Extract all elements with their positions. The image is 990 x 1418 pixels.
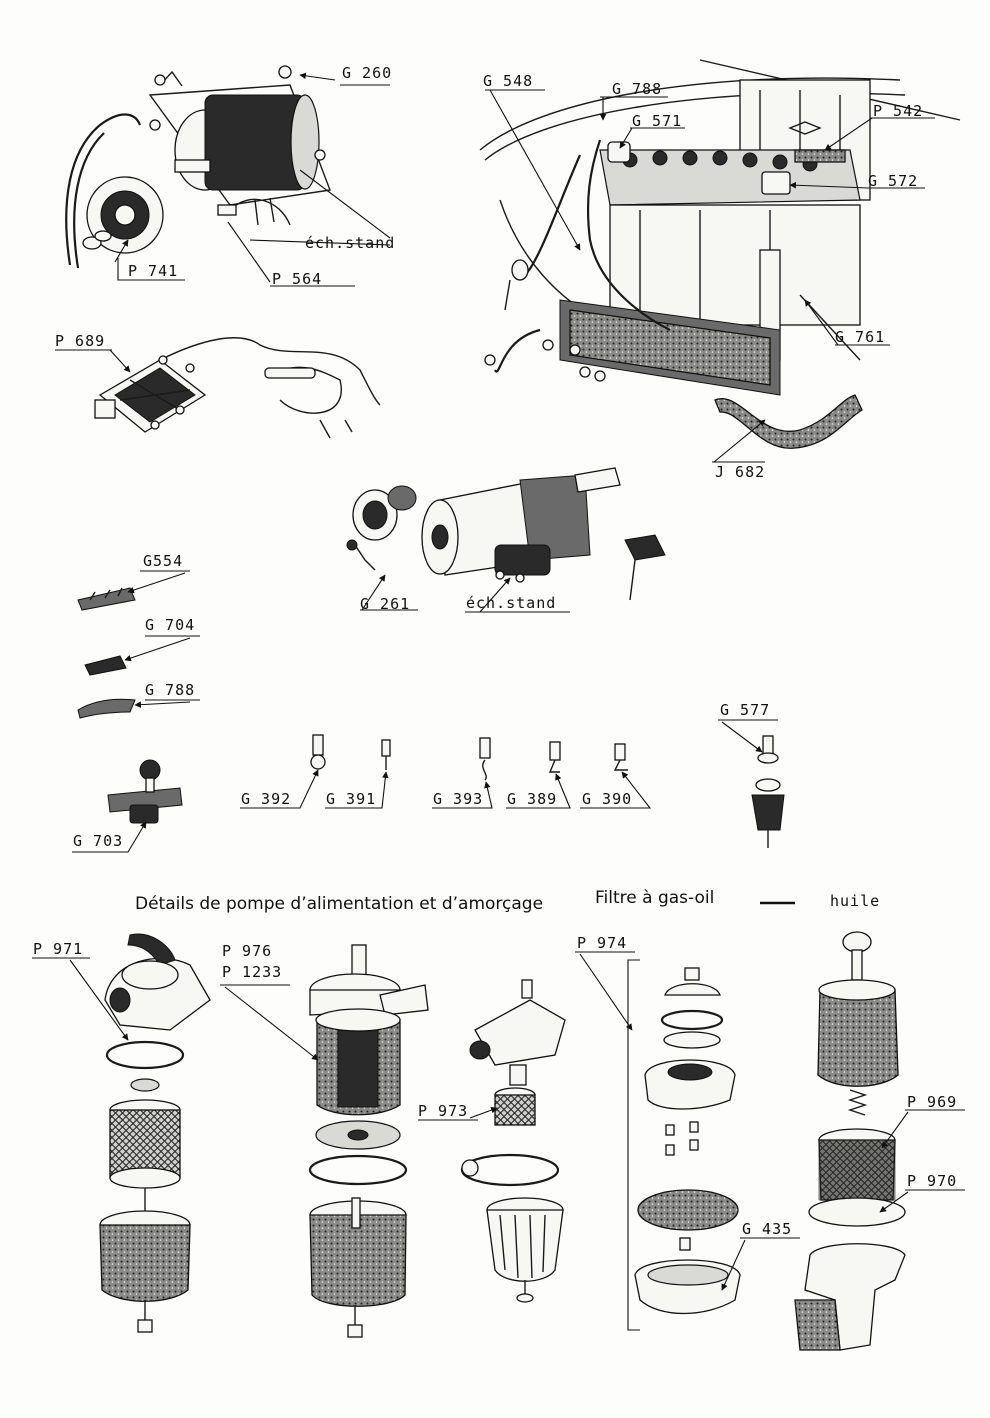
small-parts-left [77, 587, 136, 719]
terminal-parts-row [107, 734, 628, 824]
label-g703: G 703 [73, 832, 124, 850]
caption-oil: huile [830, 892, 881, 910]
label-g788-top: G 788 [612, 80, 663, 98]
label-g260: G 260 [342, 64, 393, 82]
label-g389: G 389 [507, 790, 558, 808]
battery-compartment [479, 59, 961, 449]
label-p973: P 973 [418, 1102, 469, 1120]
label-p741: P 741 [128, 262, 179, 280]
label-g577: G 577 [720, 701, 771, 719]
caption-diesel-filter: Filtre à gas-oil [595, 888, 715, 908]
label-g788-left: G 788 [145, 681, 196, 699]
regulator-unit [94, 337, 381, 439]
label-g392: G 392 [241, 790, 292, 808]
label-p1233: P 1233 [222, 963, 283, 981]
switch-part-g577 [751, 735, 785, 848]
label-g393: G 393 [433, 790, 484, 808]
label-p974: P 974 [577, 934, 628, 952]
label-ech-stand-starter: éch.stand [466, 594, 557, 612]
label-ech-stand-dynamo: éch.stand [305, 234, 396, 252]
priming-pump-column [460, 979, 566, 1303]
label-p969: P 969 [907, 1093, 958, 1111]
fuel-filter-column [308, 944, 429, 1338]
dynamo-assembly [65, 65, 331, 269]
label-p542: P 542 [873, 102, 924, 120]
exploded-filter-column [627, 959, 741, 1331]
label-g554: G554 [143, 552, 184, 570]
fuel-pump-column [99, 933, 211, 1333]
label-g261: G 261 [360, 595, 411, 613]
caption-pump-details: Détails de pompe d’alimentation et d’amo… [135, 894, 544, 914]
label-g548: G 548 [483, 72, 534, 90]
label-g571: G 571 [632, 112, 683, 130]
oil-filter-column [794, 931, 906, 1351]
label-p976: P 976 [222, 942, 273, 960]
label-p689: P 689 [55, 332, 106, 350]
label-j682: J 682 [715, 463, 766, 481]
label-p971: P 971 [33, 940, 84, 958]
starter-motor [346, 467, 666, 601]
label-g572: G 572 [868, 172, 919, 190]
label-g391: G 391 [326, 790, 377, 808]
label-p564: P 564 [272, 270, 323, 288]
label-p970: P 970 [907, 1172, 958, 1190]
label-g435: G 435 [742, 1220, 793, 1238]
label-g704: G 704 [145, 616, 196, 634]
label-g761: G 761 [835, 328, 886, 346]
label-g390: G 390 [582, 790, 633, 808]
